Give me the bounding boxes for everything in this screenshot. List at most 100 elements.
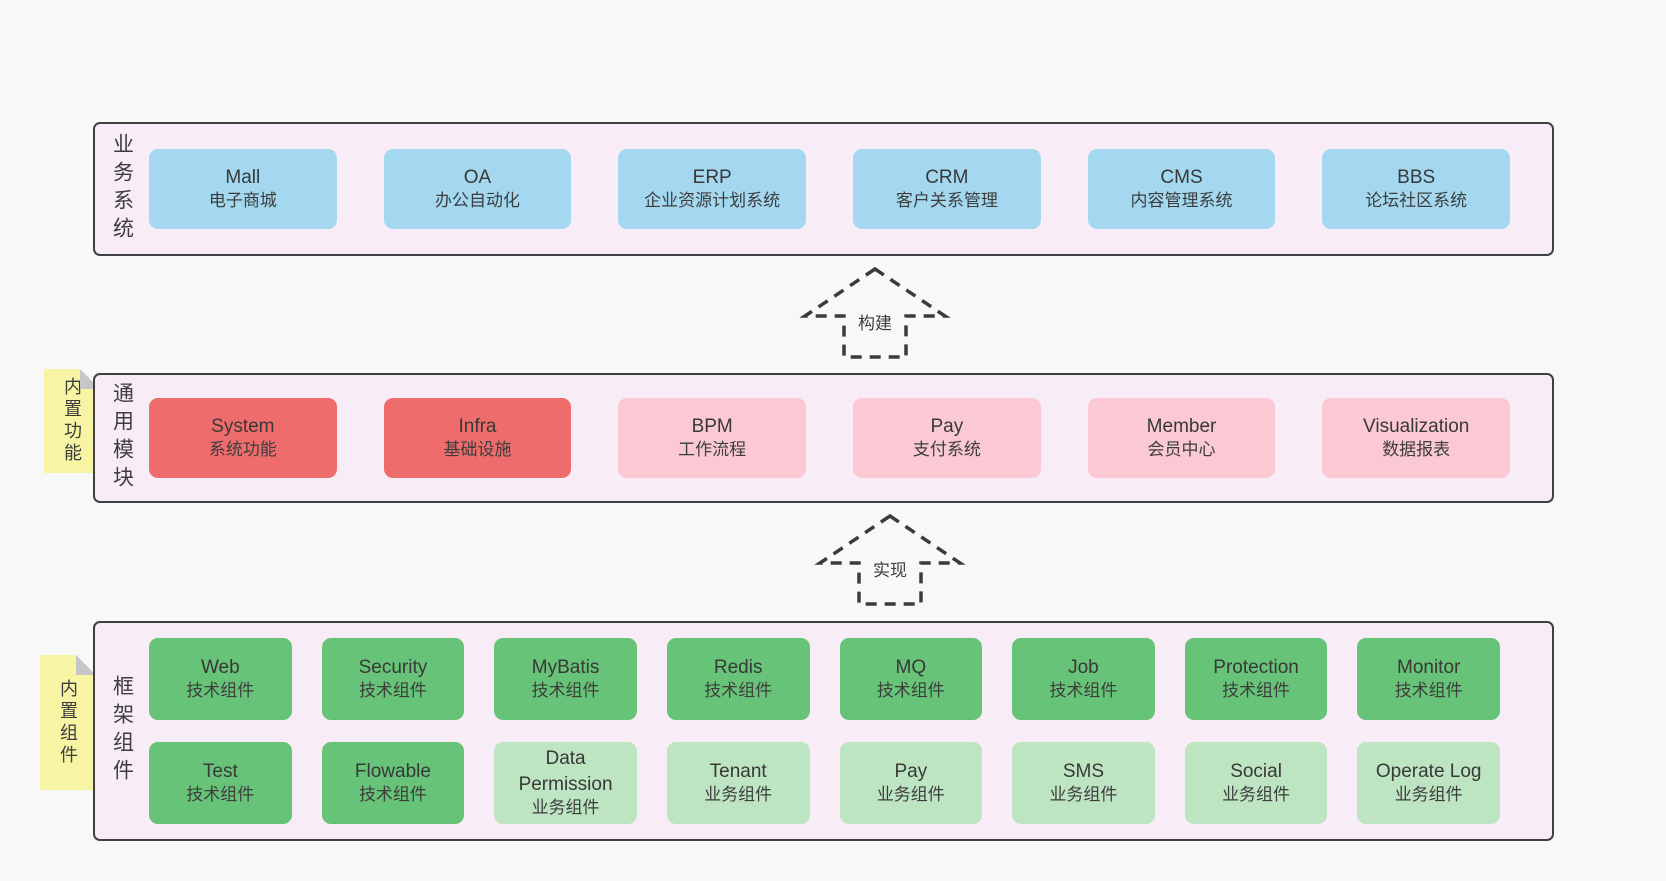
box-name: Flowable [354,760,431,782]
box-desc: 基础设施 [443,440,512,460]
block-arrow-up-icon [814,513,966,606]
box-name: Infra [458,415,497,437]
box-name: Visualization [1363,415,1470,437]
box-desc: 技术组件 [358,785,427,805]
box-desc: 数据报表 [1382,440,1451,460]
box-name: BBS [1397,166,1436,188]
box-name: Monitor [1397,656,1461,678]
box-data-permission: Data Permission 业务组件 [494,742,637,824]
box-name: Member [1146,415,1217,437]
box-name: OA [463,166,492,188]
box-flowable: Flowable 技术组件 [321,742,465,824]
box-desc: 技术组件 [876,681,945,701]
box-name: MQ [895,656,927,678]
box-erp: ERP 企业资源计划系统 [618,149,807,229]
sticky-note-builtin-features: 内置功能 [44,369,100,473]
box-desc: 内容管理系统 [1130,191,1233,211]
block-arrow-up-icon [799,266,951,359]
box-desc: 技术组件 [186,785,255,805]
box-desc: 会员中心 [1147,440,1216,460]
box-name: Social [1230,760,1282,782]
box-visualization: Visualization 数据报表 [1322,398,1511,478]
box-name: ERP [692,166,732,188]
box-security: Security 技术组件 [321,638,465,720]
panel-common-modules: 通用模块 System 系统功能 Infra 基础设施 BPM 工作流程 Pay… [93,373,1554,503]
box-name: CRM [925,166,969,188]
box-name: Redis [713,656,763,678]
box-mybatis: MyBatis 技术组件 [494,638,637,720]
box-job: Job 技术组件 [1012,638,1155,720]
panel-label-common-modules: 通用模块 [110,382,134,494]
arrow-label: 实现 [870,555,910,582]
box-desc: 工作流程 [678,440,747,460]
box-name: Test [202,760,238,782]
box-name: SMS [1062,760,1105,782]
box-desc: 支付系统 [912,440,981,460]
box-member: Member 会员中心 [1087,398,1276,478]
box-desc: 论坛社区系统 [1365,191,1468,211]
panel-framework-components: 框架组件 Web 技术组件 Security 技术组件 MyBatis 技术组件… [93,621,1554,841]
box-desc: 业务组件 [876,785,945,805]
box-name: Pay [930,415,964,437]
box-social: Social 业务组件 [1184,742,1328,824]
arrow-label: 构建 [855,308,895,335]
box-desc: 业务组件 [704,785,773,805]
box-oa: OA 办公自动化 [383,149,572,229]
box-name: Mall [225,166,261,188]
box-name: CMS [1160,166,1203,188]
box-name: Operate Log [1375,760,1482,782]
box-name: System [211,415,275,437]
box-name: BPM [691,415,733,437]
sticky-label: 内置组件 [58,678,78,767]
panel-label-business-systems: 业务系统 [110,133,134,245]
box-name: Protection [1213,656,1299,678]
box-name: MyBatis [531,656,600,678]
box-desc: 业务组件 [1394,785,1463,805]
box-desc: 客户关系管理 [895,191,998,211]
box-test: Test 技术组件 [149,742,292,824]
box-name: Data Permission [518,747,613,795]
box-redis: Redis 技术组件 [666,638,810,720]
box-cms: CMS 内容管理系统 [1087,149,1276,229]
arrow-build: 构建 [797,266,953,360]
sticky-note-builtin-components: 内置组件 [40,655,96,790]
box-name: Tenant [709,760,767,782]
components-row-2: Test 技术组件 Flowable 技术组件 Data Permission … [149,742,1500,824]
box-name: Web [200,656,240,678]
box-monitor: Monitor 技术组件 [1357,638,1500,720]
box-system: System 系统功能 [149,398,337,478]
box-infra: Infra 基础设施 [383,398,572,478]
components-row-1: Web 技术组件 Security 技术组件 MyBatis 技术组件 Redi… [149,638,1500,720]
box-protection: Protection 技术组件 [1184,638,1328,720]
box-pay-system: Pay 支付系统 [853,398,1041,478]
box-desc: 业务组件 [531,798,600,818]
box-sms: SMS 业务组件 [1012,742,1155,824]
box-desc: 技术组件 [531,681,600,701]
arrow-implement: 实现 [812,513,968,607]
panel-business-systems: 业务系统 Mall 电子商城 OA 办公自动化 ERP 企业资源计划系统 CRM… [93,122,1554,256]
box-desc: 技术组件 [1394,681,1463,701]
box-mall: Mall 电子商城 [149,149,337,229]
box-desc: 业务组件 [1222,785,1291,805]
box-desc: 系统功能 [208,440,277,460]
modules-box-row: System 系统功能 Infra 基础设施 BPM 工作流程 Pay 支付系统… [149,398,1511,478]
box-tenant: Tenant 业务组件 [666,742,810,824]
box-desc: 技术组件 [1049,681,1118,701]
box-crm: CRM 客户关系管理 [853,149,1041,229]
box-name: Security [358,656,428,678]
box-mq: MQ 技术组件 [839,638,983,720]
box-desc: 技术组件 [1222,681,1291,701]
box-desc: 办公自动化 [435,191,520,211]
box-bpm: BPM 工作流程 [618,398,807,478]
sticky-label: 内置功能 [62,377,82,465]
box-name: Job [1068,656,1099,678]
business-box-row: Mall 电子商城 OA 办公自动化 ERP 企业资源计划系统 CRM 客户关系… [149,149,1511,229]
box-desc: 企业资源计划系统 [644,191,781,211]
box-desc: 技术组件 [186,681,255,701]
box-web: Web 技术组件 [149,638,292,720]
box-desc: 电子商城 [208,191,277,211]
box-operate-log: Operate Log 业务组件 [1357,742,1500,824]
panel-label-framework-components: 框架组件 [110,675,134,787]
box-desc: 业务组件 [1049,785,1118,805]
